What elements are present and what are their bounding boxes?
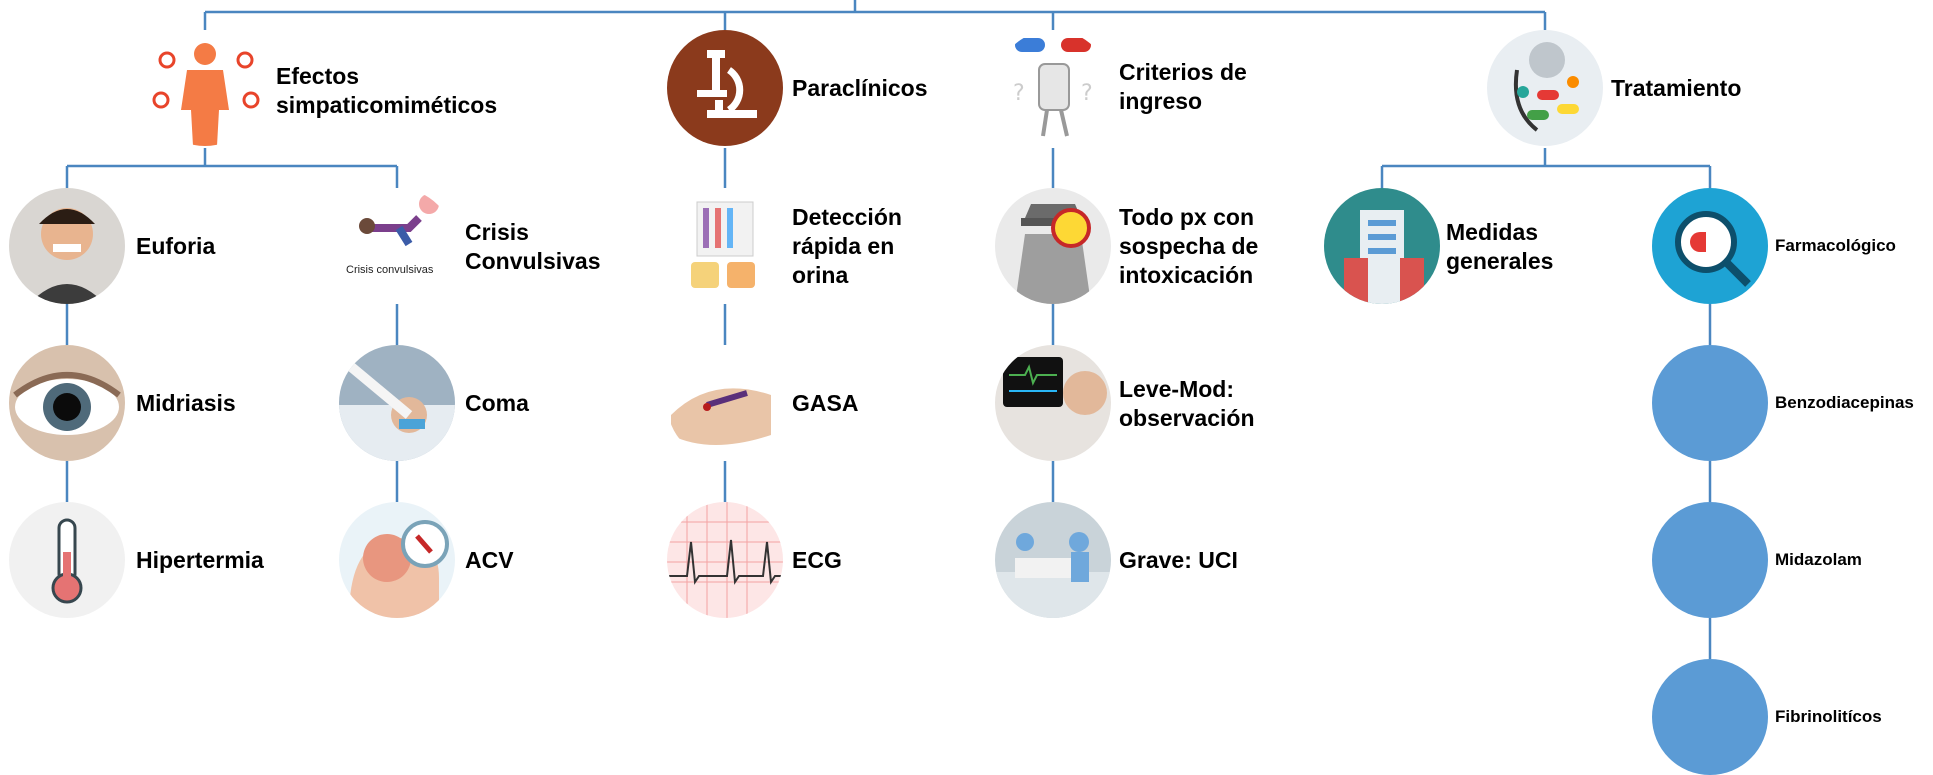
dilated-eye-icon bbox=[9, 345, 125, 461]
crisis-caption: Crisis convulsivas bbox=[346, 264, 434, 276]
intubated-patient-icon bbox=[339, 345, 455, 461]
node-deteccion-label: Detección rápida en orina bbox=[792, 204, 902, 288]
svg-text:?: ? bbox=[1081, 81, 1093, 106]
detective-icon bbox=[995, 188, 1111, 304]
node-midazolam-label: Midazolam bbox=[1775, 550, 1862, 569]
microscope-icon bbox=[667, 30, 783, 146]
node-ecg-label: ECG bbox=[792, 547, 842, 573]
midazolam-node bbox=[1652, 502, 1768, 618]
node-midriasis-label: Midriasis bbox=[136, 390, 236, 416]
patient-monitor-icon bbox=[995, 345, 1111, 461]
hospital-building-icon bbox=[1324, 188, 1440, 304]
benzodiacepinas-node bbox=[1652, 345, 1768, 461]
node-benzodiacepinas-label: Benzodiacepinas bbox=[1775, 393, 1914, 412]
node-coma-label: Coma bbox=[465, 390, 529, 416]
node-medidas-label: Medidas generales bbox=[1446, 219, 1554, 274]
node-tratamiento-label: Tratamiento bbox=[1611, 75, 1742, 101]
node-farmacologico-label: Farmacológico bbox=[1775, 236, 1896, 255]
node-efectos-label: Efectos simpaticomiméticos bbox=[276, 63, 498, 118]
confused-character-icon: ?? bbox=[995, 30, 1111, 146]
node-acv-label: ACV bbox=[465, 547, 514, 573]
node-criterios-label: Criterios de ingreso bbox=[1119, 59, 1247, 114]
pills-stethoscope-icon bbox=[1487, 30, 1603, 146]
blood-sample-icon bbox=[667, 345, 783, 461]
node-leve-mod-label: Leve-Mod: observación bbox=[1119, 376, 1255, 431]
fibrinoliticos-node bbox=[1652, 659, 1768, 775]
node-fibrinoliticos-label: Fibrinolitícos bbox=[1775, 707, 1882, 726]
icu-room-icon bbox=[995, 502, 1111, 618]
brain-stroke-icon bbox=[339, 502, 455, 618]
node-hipertermia-label: Hipertermia bbox=[136, 547, 264, 573]
ecg-trace-icon bbox=[667, 502, 783, 618]
node-grave-label: Grave: UCI bbox=[1119, 547, 1238, 573]
excited-person-icon bbox=[9, 188, 125, 304]
node-paraclinicos-label: Paraclínicos bbox=[792, 75, 928, 101]
node-crisis-label: Crisis Convulsivas bbox=[465, 219, 601, 274]
svg-text:?: ? bbox=[1013, 81, 1025, 106]
pill-magnifier-icon bbox=[1652, 188, 1768, 304]
node-gasa-label: GASA bbox=[792, 390, 859, 416]
seizure-illustration-icon bbox=[339, 188, 455, 304]
node-euforia-label: Euforia bbox=[136, 233, 216, 259]
urine-test-kit-icon bbox=[667, 188, 783, 304]
body-symptoms-icon bbox=[147, 30, 263, 146]
node-todo-px-label: Todo px con sospecha de intoxicación bbox=[1119, 204, 1259, 288]
thermometer-icon bbox=[9, 502, 125, 618]
